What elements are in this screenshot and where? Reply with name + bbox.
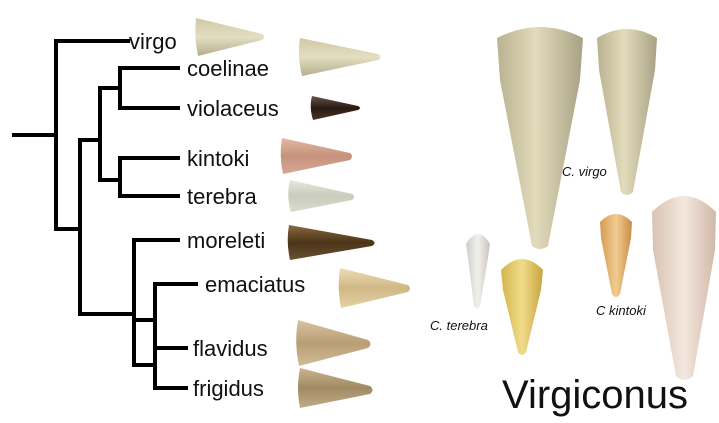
label-moreleti: moreleti [187, 228, 265, 253]
label-terebra: terebra [187, 184, 257, 209]
phylogenetic-tree [14, 41, 196, 388]
genus-title: Virgiconus [502, 373, 688, 417]
shell-terebra-yellow [501, 259, 543, 355]
label-coelinae: coelinae [187, 56, 269, 81]
label-emaciatus: emaciatus [205, 272, 305, 297]
label-virgo: virgo [129, 29, 177, 54]
label-kintoki: kintoki [187, 146, 249, 171]
shell-terebra [288, 180, 354, 212]
shell-kintoki-large [600, 214, 632, 297]
shell-coelinae [299, 38, 381, 76]
label-flavidus: flavidus [193, 336, 268, 361]
caption-c-kintoki: C kintoki [596, 303, 647, 318]
shell-kintoki [281, 138, 352, 174]
caption-c-virgo: C. virgo [562, 164, 607, 179]
label-violaceus: violaceus [187, 96, 279, 121]
shell-moreleti [288, 225, 375, 260]
shell-terebra-white [466, 234, 490, 308]
large-shell-panel: C. virgo C. terebra C kintoki Virgiconus [430, 27, 716, 417]
shell-violaceus [311, 96, 360, 120]
shell-flavidus [296, 320, 370, 366]
caption-c-terebra: C. terebra [430, 318, 488, 333]
label-frigidus: frigidus [193, 376, 264, 401]
shell-frigidus [298, 368, 373, 408]
shell-emaciatus [339, 268, 410, 308]
shell-virgo [195, 18, 264, 56]
shell-virgo-large [497, 27, 583, 249]
shell-pale-large [652, 196, 716, 380]
